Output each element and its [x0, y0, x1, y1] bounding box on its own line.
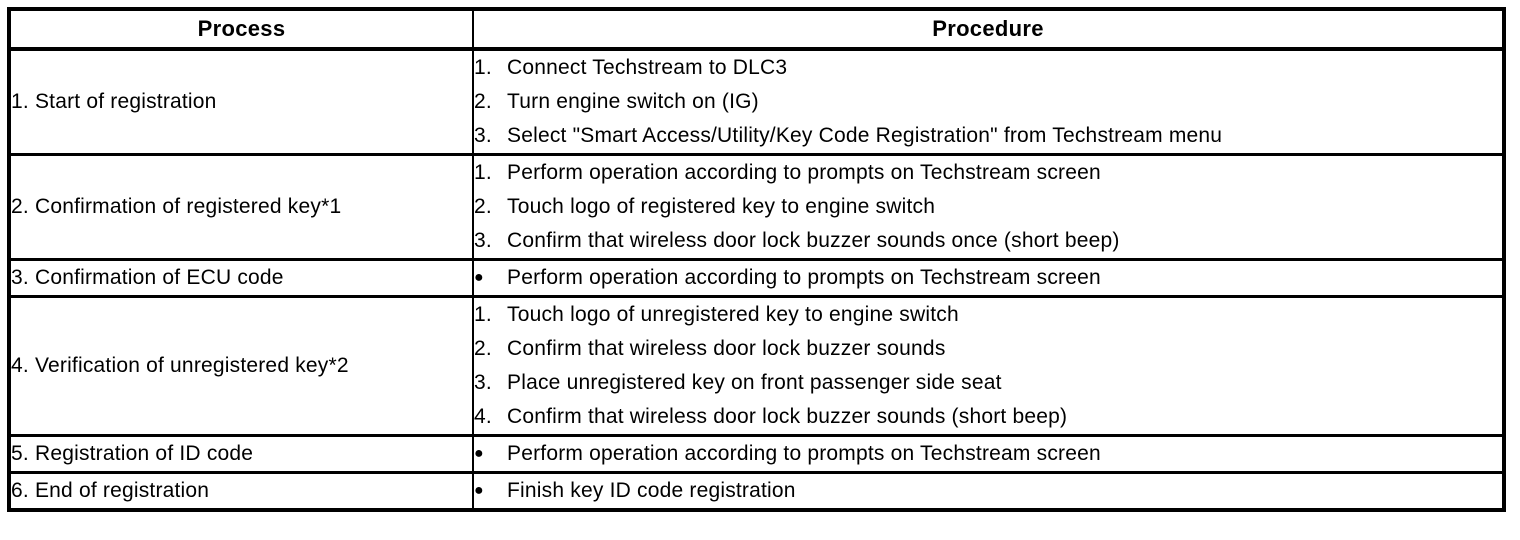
process-cell: 4. Verification of unregistered key*2 [7, 295, 474, 437]
procedure-cell: 1. Connect Techstream to DLC3 2. Turn engin… [472, 47, 1506, 156]
step-text: Confirm that wireless door lock buzzer s… [507, 337, 946, 360]
number-marker: 3. [474, 229, 492, 252]
process-cell: 5. Registration of ID code [7, 434, 474, 474]
table-header: Process Procedure [7, 7, 1506, 51]
step-text: Perform operation according to prompts o… [507, 442, 1101, 465]
procedure-step: 3. Select "Smart Access/Utility/Key Code … [474, 119, 1502, 153]
table-row: 5. Registration of ID code● Perform opera… [7, 434, 1506, 474]
procedure-step: ● Perform operation according to prompts … [474, 261, 1502, 295]
step-text: Perform operation according to prompts o… [507, 161, 1101, 184]
procedure-step: ● Perform operation according to prompts … [474, 437, 1502, 471]
step-text: Connect Techstream to DLC3 [507, 56, 788, 79]
step-text: Confirm that wireless door lock buzzer s… [507, 405, 1068, 428]
procedure-step: 2. Turn engine switch on (IG) [474, 85, 1502, 119]
process-cell: 3. Confirmation of ECU code [7, 258, 474, 298]
bullet-marker: ● [474, 445, 484, 462]
step-text: Touch logo of registered key to engine s… [507, 195, 936, 218]
step-text: Touch logo of unregistered key to engine… [507, 303, 959, 326]
procedure-cell: ● Finish key ID code registration [472, 471, 1506, 512]
step-text: Confirm that wireless door lock buzzer s… [507, 229, 1120, 252]
number-marker: 3. [474, 371, 492, 394]
number-marker: 1. [474, 56, 492, 79]
step-text: Select "Smart Access/Utility/Key Code Re… [507, 124, 1223, 147]
table-row: 3. Confirmation of ECU code● Perform oper… [7, 258, 1506, 298]
procedure-cell: 1. Touch logo of unregistered key to engi… [472, 295, 1506, 437]
procedure-cell: ● Perform operation according to prompts … [472, 258, 1506, 298]
bullet-marker: ● [474, 482, 484, 499]
process-cell: 1. Start of registration [7, 47, 474, 156]
step-text: Place unregistered key on front passenge… [507, 371, 1002, 394]
header-row: Process Procedure [7, 7, 1506, 51]
table-row: 6. End of registration● Finish key ID cod… [7, 471, 1506, 512]
column-header-procedure: Procedure [472, 7, 1506, 51]
number-marker: 1. [474, 303, 492, 326]
procedure-step: 4. Confirm that wireless door lock buzzer… [474, 400, 1502, 434]
procedure-cell: ● Perform operation according to prompts … [472, 434, 1506, 474]
number-marker: 3. [474, 124, 492, 147]
procedure-step: 3. Confirm that wireless door lock buzzer… [474, 224, 1502, 258]
process-cell: 2. Confirmation of registered key*1 [7, 153, 474, 261]
procedure-step: ● Finish key ID code registration [474, 474, 1502, 508]
number-marker: 2. [474, 337, 492, 360]
number-marker: 2. [474, 195, 492, 218]
procedure-step: 1. Perform operation according to prompts… [474, 156, 1502, 190]
step-text: Turn engine switch on (IG) [507, 90, 759, 113]
bullet-marker: ● [474, 269, 484, 286]
procedure-step: 2. Touch logo of registered key to engine… [474, 190, 1502, 224]
column-header-process: Process [7, 7, 474, 51]
procedure-step: 1. Touch logo of unregistered key to engi… [474, 298, 1502, 332]
procedure-cell: 1. Perform operation according to prompts… [472, 153, 1506, 261]
procedure-step: 1. Connect Techstream to DLC3 [474, 51, 1502, 85]
number-marker: 1. [474, 161, 492, 184]
number-marker: 4. [474, 405, 492, 428]
procedure-step: 3. Place unregistered key on front passen… [474, 366, 1502, 400]
number-marker: 2. [474, 90, 492, 113]
step-text: Perform operation according to prompts o… [507, 266, 1101, 289]
process-cell: 6. End of registration [7, 471, 474, 512]
process-procedure-table: Process Procedure 1. Start of registrati… [7, 7, 1506, 512]
procedure-step: 2. Confirm that wireless door lock buzzer… [474, 332, 1502, 366]
step-text: Finish key ID code registration [507, 479, 796, 502]
